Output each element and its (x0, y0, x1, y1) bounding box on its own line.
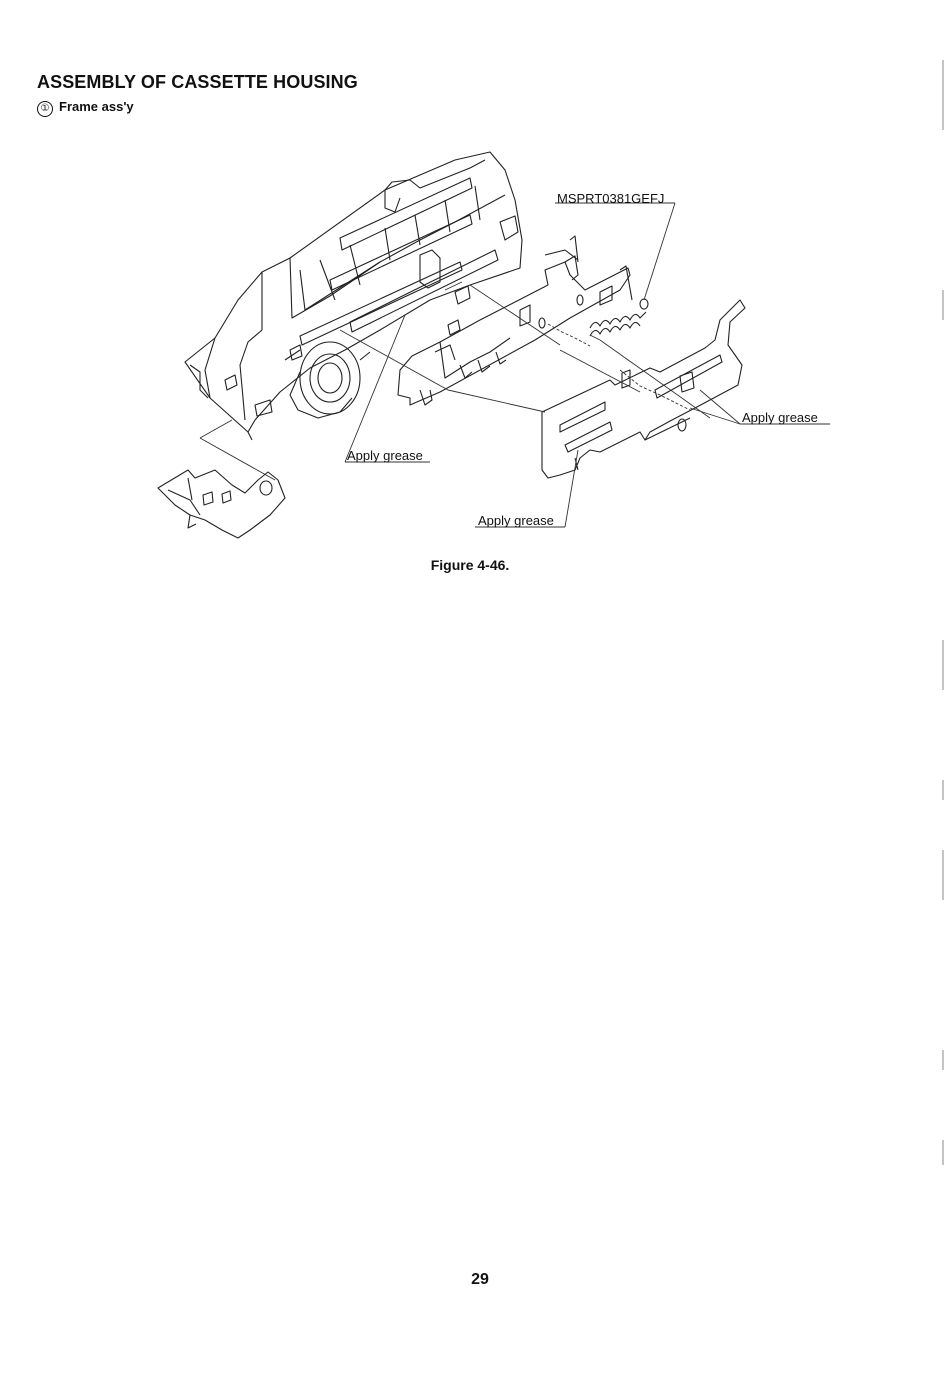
slide-plate (542, 300, 745, 478)
figure-caption: Figure 4-46. (0, 557, 950, 573)
grease-label-left: Apply grease (347, 448, 423, 463)
exploded-assembly-diagram (0, 0, 950, 600)
part-number-label: MSPRT0381GEFJ (557, 191, 664, 206)
grease-label-right: Apply grease (742, 410, 818, 425)
scan-edge-marks (940, 0, 946, 1375)
frame-housing (185, 152, 522, 440)
spring-part (590, 299, 648, 336)
middle-slider (398, 236, 632, 405)
gear-pulley (285, 342, 370, 418)
page-number: 29 (0, 1271, 950, 1289)
grease-label-bottom: Apply grease (478, 513, 554, 528)
lever-part (158, 470, 285, 538)
